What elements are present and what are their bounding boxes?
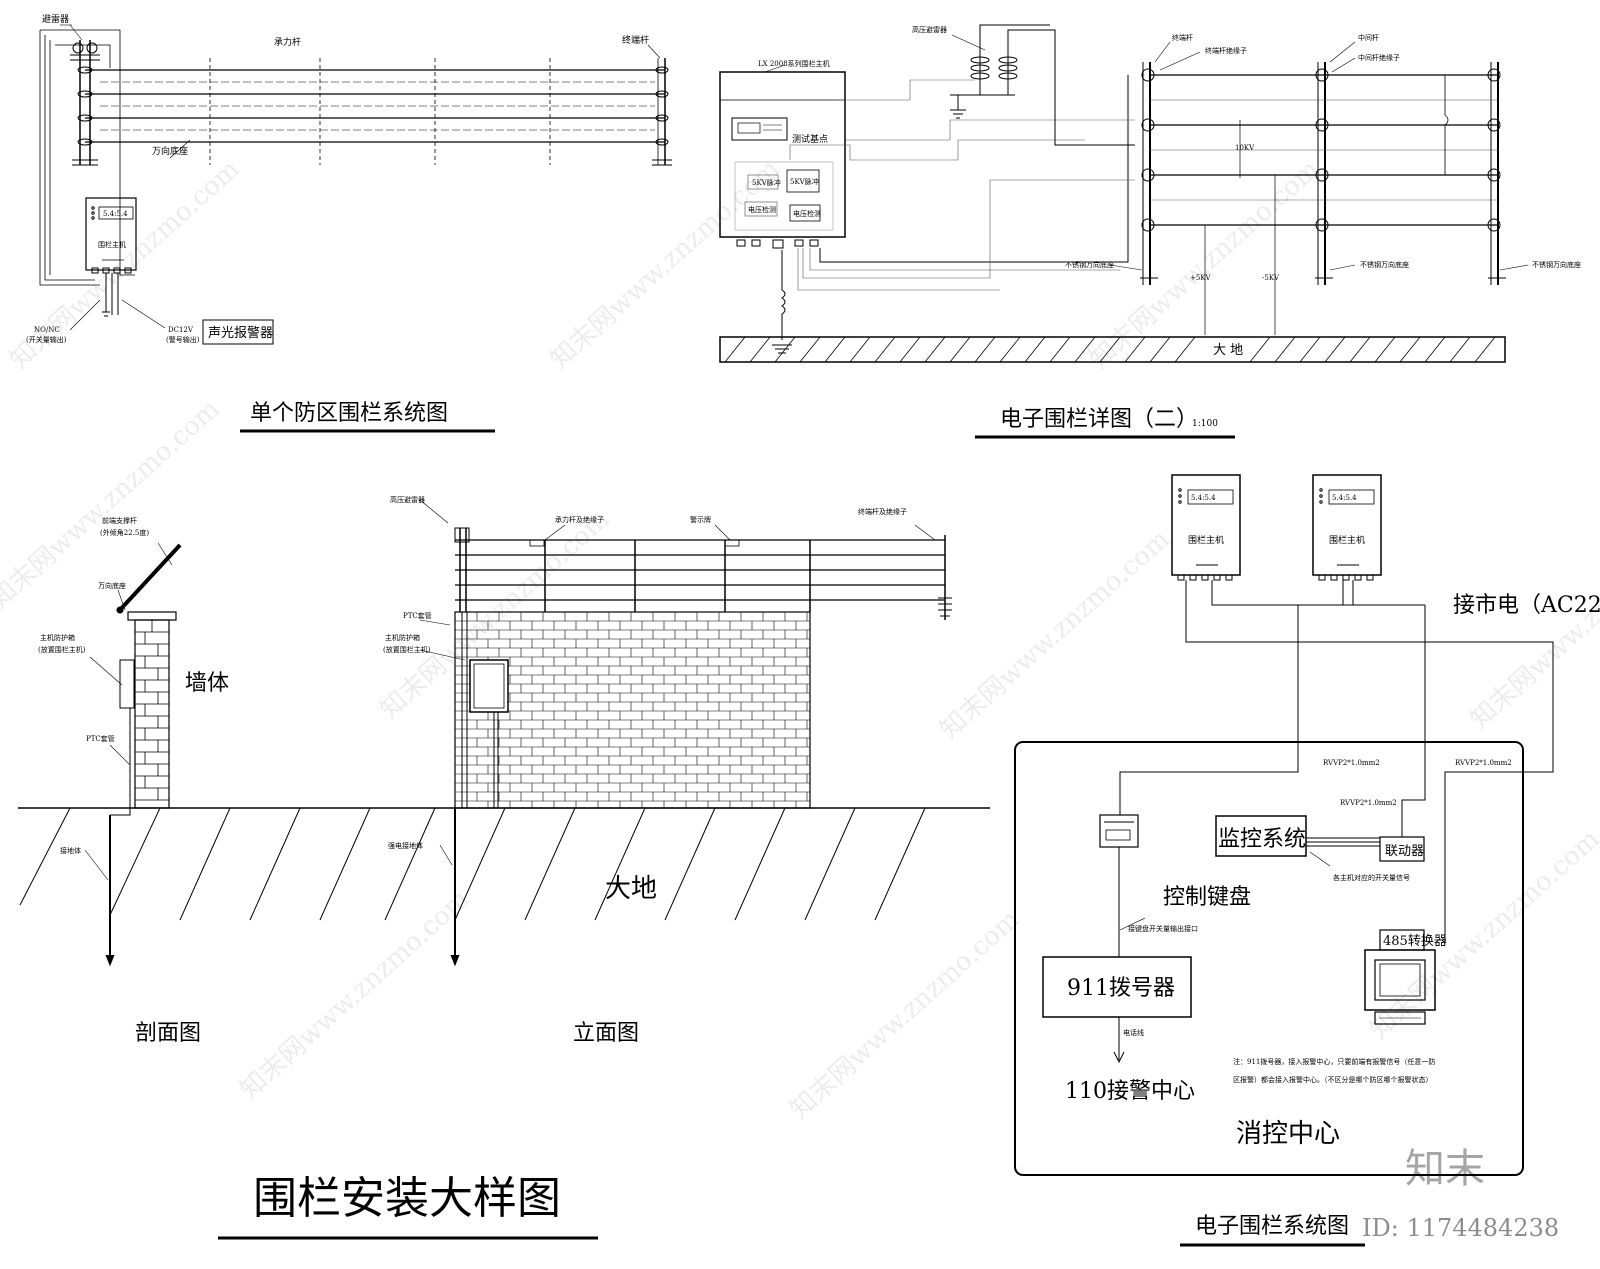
label-phone-line: 电话线 bbox=[1123, 1028, 1144, 1037]
label-warning-sign: 警示牌 bbox=[690, 515, 711, 524]
label-lightning-arrester: 避雷器 bbox=[42, 13, 69, 25]
label-pulse-5kv-left: 5KV脉冲 bbox=[752, 178, 781, 187]
watermark-corner: 知末 ID: 1174484238 bbox=[1362, 1146, 1559, 1242]
label-ptc-pipe2: PTC套管 bbox=[403, 611, 432, 620]
label-no-nc: NO/NC bbox=[34, 326, 60, 334]
label-control-keyboard: 控制键盘 bbox=[1163, 885, 1251, 910]
label-host-box: 主机防护箱 bbox=[40, 633, 75, 642]
label-bearing-insulator: 承力杆及绝缘子 bbox=[555, 515, 604, 524]
brick-pattern bbox=[455, 612, 810, 808]
watermark-text: 知末网www.znzmo.com bbox=[1465, 514, 1600, 735]
host1-display: 5.4:5.4 bbox=[1191, 494, 1216, 502]
label-police: 110接警中心 bbox=[1065, 1079, 1195, 1104]
label-host-box2-note: (放置围栏主机) bbox=[383, 645, 431, 654]
label-terminal-insulator: 终端杆绝缘子 bbox=[1205, 46, 1247, 55]
label-dc12v-note: (警号输出) bbox=[166, 335, 200, 344]
label-cable3: RVVP2*1.0mm2 bbox=[1455, 759, 1512, 767]
label-ground-body: 接地体 bbox=[60, 846, 81, 855]
watermark-id: ID: 1174484238 bbox=[1362, 1214, 1559, 1242]
label-dialer: 911拨号器 bbox=[1067, 976, 1175, 1001]
label-terminal-pole: 终端杆 bbox=[1172, 33, 1193, 42]
label-note-line1: 注：911拨号器，接入报警中心，只要前端有报警信号（任意一防 bbox=[1233, 1057, 1435, 1066]
label-strong-ground: 强电接地体 bbox=[388, 841, 423, 850]
panel-single-zone-title: 单个防区围栏系统图 bbox=[250, 401, 448, 426]
label-hv-arrester: 高压避雷器 bbox=[912, 25, 947, 34]
label-host-box2: 主机防护箱 bbox=[385, 633, 420, 642]
panel-detail-title: 电子围栏详图（二） bbox=[1000, 407, 1198, 432]
label-no-nc-note: (开关量输出) bbox=[26, 335, 67, 344]
label-fence-host: 围栏主机 bbox=[98, 240, 126, 249]
panel-single-zone-labels: 避雷器 承力杆 终端杆 万向底座 5.4:5.4 围栏主机 NO/NC (开关量… bbox=[26, 13, 649, 426]
watermark-text: 知末网www.znzmo.com bbox=[785, 904, 1026, 1125]
label-host-box-note: (放置围栏主机) bbox=[38, 645, 86, 654]
label-ss-base-left: 不锈钢万向底座 bbox=[1065, 260, 1114, 269]
label-earth: 大地 bbox=[605, 874, 657, 904]
panel-install bbox=[18, 499, 990, 1240]
label-middle-pole: 中间杆 bbox=[1358, 33, 1379, 42]
panel-single-zone bbox=[39, 24, 672, 433]
panel-detail-scale: 1:100 bbox=[1192, 419, 1218, 429]
label-ss-base-mid: 不锈钢万向底座 bbox=[1360, 260, 1409, 269]
label-cable2: RVVP2*1.0mm2 bbox=[1340, 799, 1397, 807]
label-pulse-5kv-right: 5KV脉冲 bbox=[790, 177, 819, 186]
label-host1: 围栏主机 bbox=[1188, 534, 1224, 546]
label-ss-base-right: 不锈钢万向底座 bbox=[1532, 260, 1581, 269]
label-voltage-detect-right: 电压检测 bbox=[793, 209, 821, 218]
label-alarm: 声光报警器 bbox=[208, 325, 273, 341]
label-front-pole: 前端支撑杆 bbox=[102, 516, 137, 525]
label-host-series: LX 2008系列围栏主机 bbox=[758, 59, 830, 68]
watermark-text: 知末网www.znzmo.com bbox=[545, 154, 786, 375]
panel-install-title: 围栏安装大样图 bbox=[253, 1173, 561, 1224]
panel-install-labels: 前端支撑杆 (外倾角22.5度) 万向底座 主机防护箱 (放置围栏主机) 墙体 … bbox=[38, 495, 907, 1224]
label-plus5kv: +5KV bbox=[1190, 274, 1212, 282]
label-earth: 大 地 bbox=[1213, 343, 1243, 358]
label-test-point: 测试基点 bbox=[792, 133, 828, 145]
watermark-layer: 知末网www.znzmo.com 知末网www.znzmo.com 知末网www… bbox=[0, 154, 1600, 1125]
panel-system bbox=[1014, 474, 1554, 1247]
watermark-text: 知末网www.znzmo.com bbox=[235, 884, 476, 1105]
label-minus5kv: -5KV bbox=[1262, 274, 1280, 282]
label-cable1: RVVP2*1.0mm2 bbox=[1323, 759, 1380, 767]
label-keyboard-output: 接键盘开关量输出接口 bbox=[1128, 924, 1198, 933]
elevation-title: 立面图 bbox=[573, 1021, 639, 1046]
label-middle-insulator: 中间杆绝缘子 bbox=[1358, 53, 1400, 62]
label-linkage: 联动器 bbox=[1385, 844, 1424, 859]
label-switch-signal: 各主机对应的开关量信号 bbox=[1333, 873, 1410, 882]
label-ptc-pipe: PTC套管 bbox=[86, 734, 115, 743]
label-front-pole-note: (外倾角22.5度) bbox=[100, 528, 149, 537]
section-title: 剖面图 bbox=[135, 1021, 201, 1046]
label-universal-base: 万向底座 bbox=[152, 145, 188, 157]
label-mains: 接市电（AC220V） bbox=[1453, 593, 1600, 618]
watermark-text: 知末网www.znzmo.com bbox=[935, 524, 1176, 745]
label-voltage-detect-left: 电压检测 bbox=[748, 205, 776, 214]
host-display: 5.4:5.4 bbox=[103, 210, 128, 218]
label-universal-base: 万向底座 bbox=[98, 581, 126, 590]
label-hv-arrester: 高压避雷器 bbox=[390, 495, 425, 504]
label-monitor-system: 监控系统 bbox=[1218, 827, 1306, 852]
label-host2: 围栏主机 bbox=[1329, 534, 1365, 546]
label-note-line2: 区报警）都会接入报警中心。（不区分是哪个防区哪个报警状态） bbox=[1233, 1075, 1433, 1084]
label-wall: 墙体 bbox=[185, 671, 229, 696]
panel-detail-labels: 高压避雷器 LX 2008系列围栏主机 测试基点 5KV脉冲 5KV脉冲 电压检… bbox=[748, 25, 1581, 432]
label-terminal-insulator: 终端杆及绝缘子 bbox=[858, 507, 907, 516]
label-dc12v: DC12V bbox=[168, 326, 194, 334]
label-fire-center: 消控中心 bbox=[1236, 1119, 1340, 1149]
label-terminal-pole: 终端杆 bbox=[622, 34, 649, 46]
label-converter: 485转换器 bbox=[1383, 934, 1447, 949]
label-10kv: 10KV bbox=[1235, 144, 1255, 152]
panel-system-title: 电子围栏系统图 bbox=[1195, 1214, 1349, 1239]
host2-display: 5.4:5.4 bbox=[1332, 494, 1357, 502]
label-bearing-pole: 承力杆 bbox=[274, 36, 301, 48]
watermark-logo: 知末 bbox=[1405, 1146, 1485, 1192]
panel-detail bbox=[719, 24, 1529, 439]
panel-system-labels: 5.4:5.4 5.4:5.4 围栏主机 围栏主机 接市电（AC220V） RV… bbox=[1065, 494, 1600, 1239]
